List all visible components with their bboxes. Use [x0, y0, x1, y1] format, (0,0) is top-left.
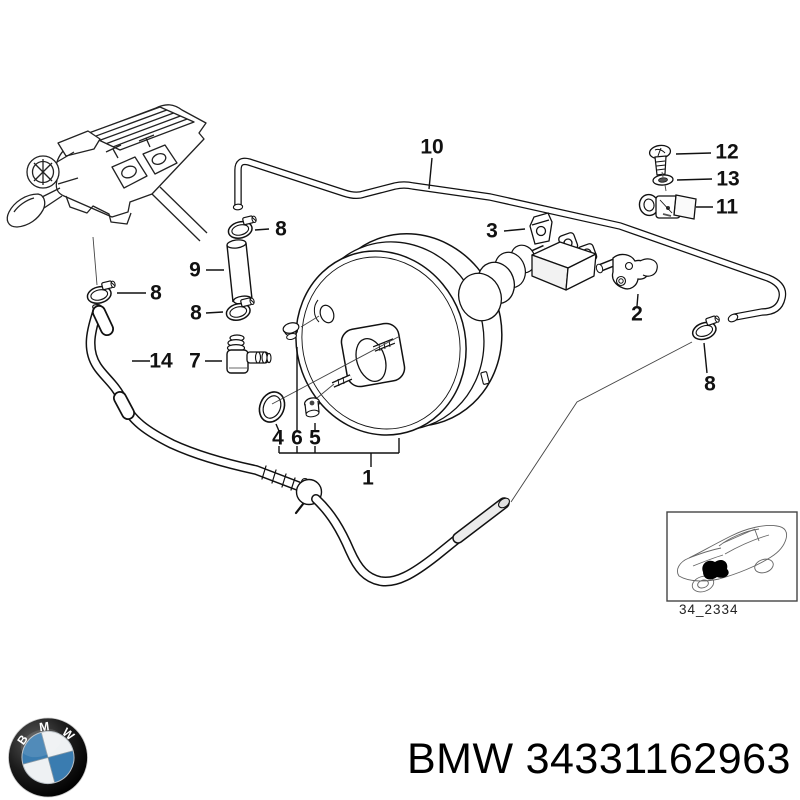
brake-booster-drawing [295, 233, 503, 436]
part-callout-12: 12 [715, 140, 739, 164]
brand-name: BMW [407, 735, 514, 783]
part-callout-8-left: 8 [150, 281, 162, 305]
logo-letter-m: M [38, 719, 50, 734]
part-callout-3: 3 [486, 219, 498, 243]
part-callout-8-right: 8 [704, 372, 716, 396]
part-callout-8-top: 8 [275, 217, 287, 241]
elbow-fitting-drawing [226, 334, 272, 374]
small-parts-drawing [258, 322, 321, 423]
part-callout-4: 4 [272, 426, 284, 450]
part-callout-14: 14 [149, 349, 173, 373]
support-bracket-drawing [595, 253, 658, 290]
part-callout-1: 1 [362, 466, 374, 490]
part-callout-13: 13 [716, 167, 740, 191]
vacuum-pipe-drawing [232, 157, 787, 323]
leader-lines [117, 152, 713, 467]
bmw-roundel-icon: B M W [8, 717, 88, 798]
thumbnail-caption: 34_2334 [679, 602, 739, 617]
engine-drawing [6, 104, 208, 242]
projection-lines [92, 171, 693, 503]
part-callout-7: 7 [189, 349, 201, 373]
holder-plate-drawing [529, 212, 553, 245]
fastener-set-drawing [638, 144, 697, 220]
hose-drawing [85, 304, 510, 587]
part-callout-11: 11 [715, 195, 739, 219]
bmw-logo: B M W [8, 716, 88, 799]
part-callout-9: 9 [189, 258, 201, 282]
part-location-blob [702, 559, 729, 580]
part-callout-2: 2 [631, 302, 643, 326]
clevis-bracket-drawing [531, 232, 598, 291]
part-callout-5: 5 [309, 426, 321, 450]
part-number: 34331162963 [525, 735, 791, 783]
car-location-thumbnail [666, 511, 798, 602]
part-callout-6: 6 [291, 426, 303, 450]
part-callout-10: 10 [420, 135, 444, 159]
part-callout-8-mid: 8 [190, 301, 202, 325]
tube-piece-drawing [226, 239, 253, 305]
